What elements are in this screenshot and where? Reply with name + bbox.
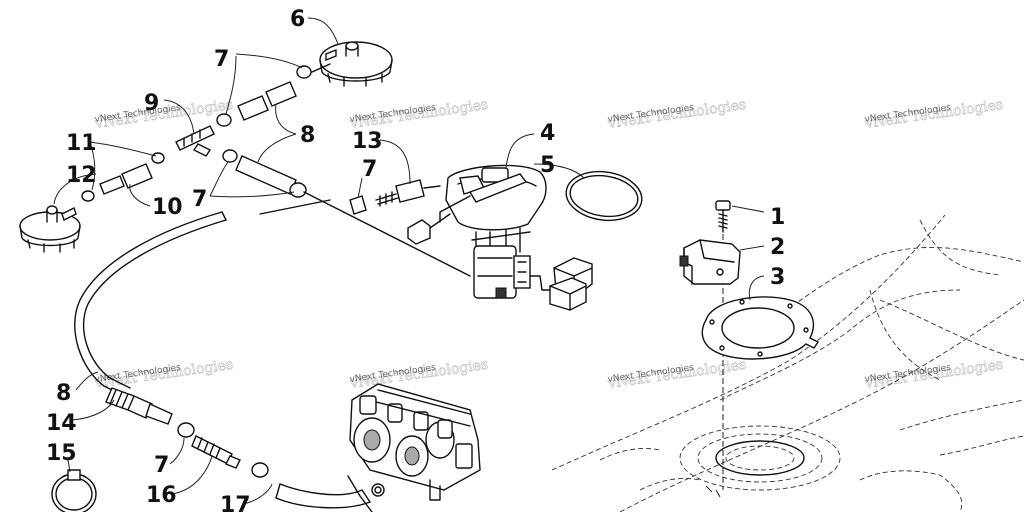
callout-4: 4	[540, 121, 555, 146]
callout-11: 11	[66, 131, 97, 156]
callout-7-top: 7	[214, 47, 229, 72]
leader-lines	[53, 17, 765, 505]
long-fuel-hose	[74, 199, 385, 509]
fuel-pump-assembly	[349, 164, 593, 311]
hoses-and-clamps	[81, 63, 471, 277]
callout-13: 13	[352, 129, 383, 154]
o-ring-seal	[565, 170, 643, 222]
callout-2: 2	[770, 235, 785, 260]
callout-10: 10	[152, 195, 183, 220]
callout-8-top: 8	[300, 123, 315, 148]
retainer-bracket	[679, 239, 741, 285]
callout-17: 17	[220, 493, 251, 512]
vent-valve-left	[19, 205, 81, 253]
callout-12: 12	[66, 163, 97, 188]
callout-1: 1	[770, 205, 785, 230]
gasket-ring	[701, 296, 820, 360]
callout-7-middle: 7	[192, 187, 207, 212]
callout-15: 15	[46, 441, 77, 466]
callout-3: 3	[770, 265, 785, 290]
callout-8-bottom: 8	[56, 381, 71, 406]
callout-9: 9	[144, 91, 159, 116]
callout-numbers: 1 2 3 4 5 6 7 8 9 11 12 10 7 13 7 8 14 1…	[46, 7, 785, 512]
hose-clamp	[51, 469, 97, 512]
callout-5: 5	[540, 153, 555, 178]
screw	[715, 200, 731, 490]
vent-valve-top	[319, 41, 393, 87]
callout-7-bottom: 7	[154, 453, 169, 478]
fuel-tank-outline	[551, 214, 1024, 512]
callout-14: 14	[46, 411, 77, 436]
throttle-body-assembly	[347, 383, 481, 512]
callout-16: 16	[146, 483, 177, 508]
callout-6: 6	[290, 7, 305, 32]
callout-7-pump: 7	[362, 157, 377, 182]
